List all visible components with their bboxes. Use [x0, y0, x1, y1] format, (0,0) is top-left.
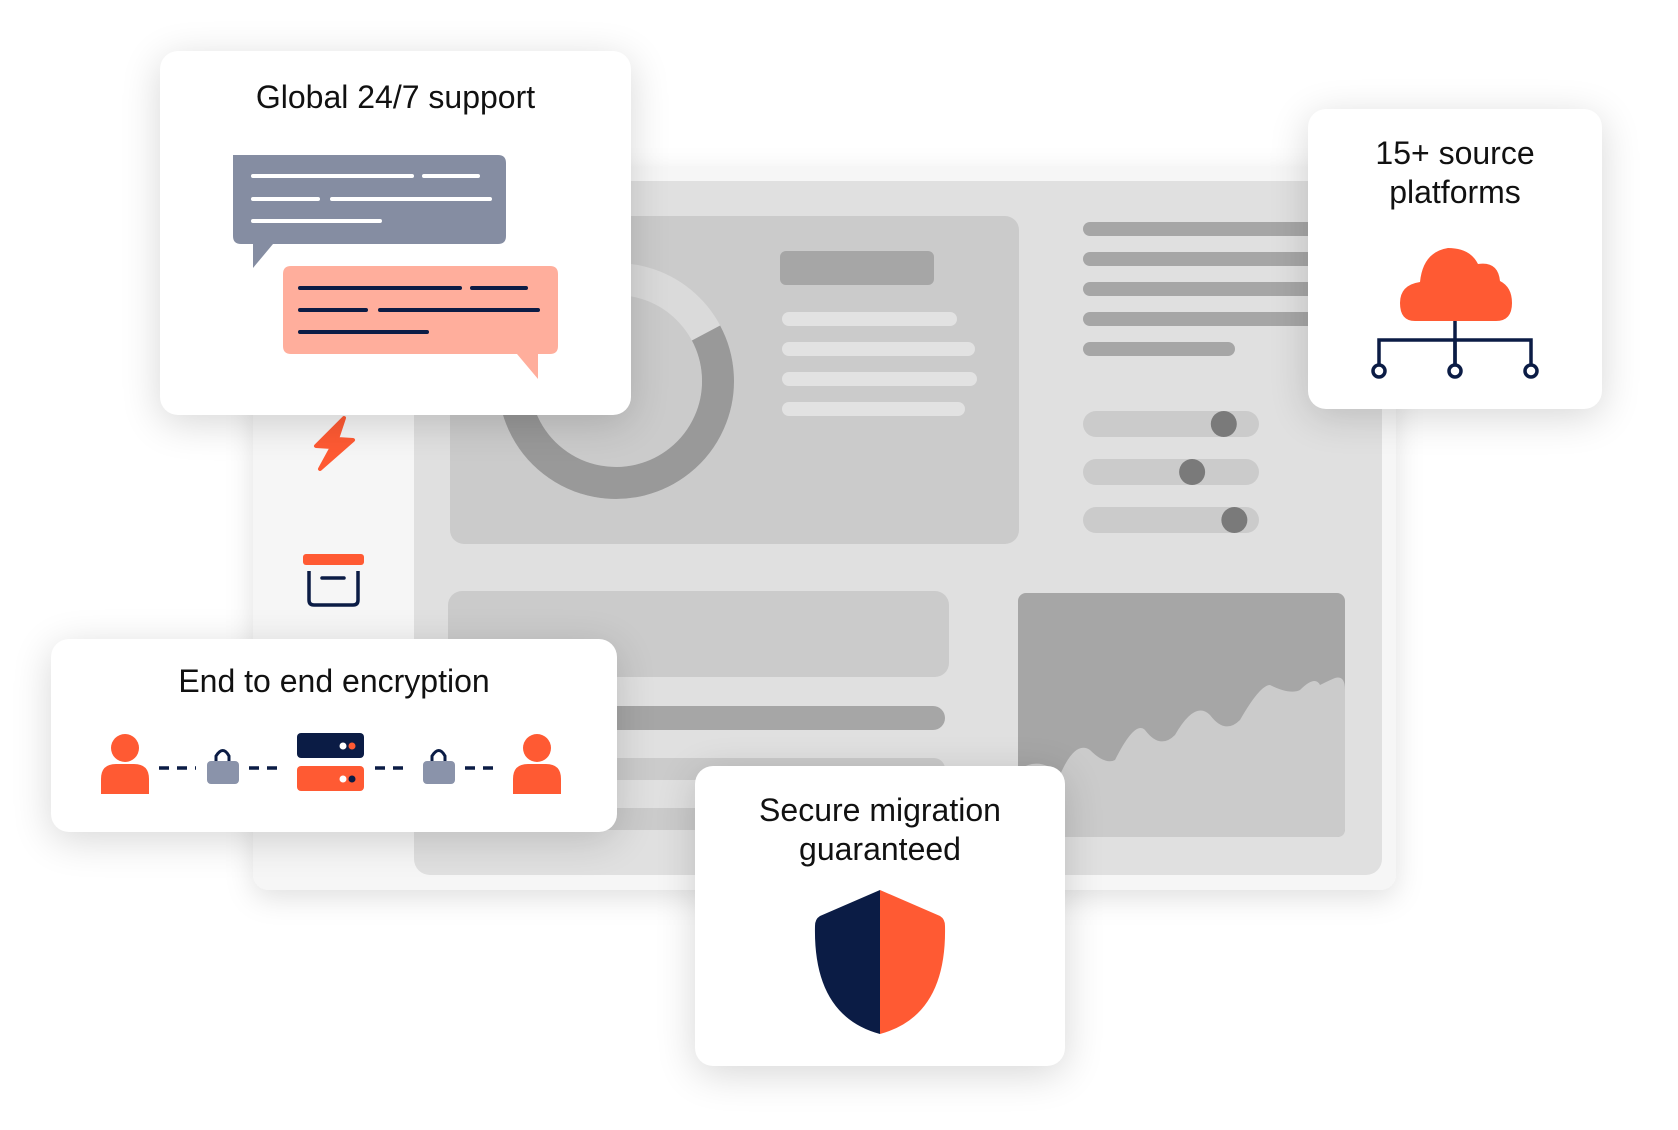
archive-box-icon	[303, 554, 364, 607]
migration-card: Secure migration guaranteed	[695, 766, 1065, 1066]
migration-title-line2: guaranteed	[799, 831, 961, 867]
platforms-card: 15+ source platforms	[1308, 109, 1602, 409]
encryption-card: End to end encryption	[51, 639, 617, 832]
slider-knob[interactable]	[1210, 411, 1237, 437]
panel-text-lines	[782, 312, 977, 416]
support-card: Global 24/7 support	[160, 51, 631, 415]
cloud-network-icon	[1371, 248, 1539, 379]
slider-track[interactable]	[1083, 507, 1259, 533]
lock-icon	[423, 749, 455, 784]
support-title: Global 24/7 support	[255, 79, 536, 115]
encryption-flow	[101, 733, 561, 794]
bottom-bar-1	[560, 706, 945, 730]
sidebar-lightning	[314, 416, 355, 471]
server-icon	[297, 733, 364, 791]
platforms-title-line2: platforms	[1389, 174, 1521, 210]
slider-track[interactable]	[1083, 459, 1259, 485]
panel-title-bar	[780, 251, 934, 285]
migration-title: Secure migration guaranteed	[695, 791, 1065, 869]
slider-group	[1083, 411, 1259, 533]
area-chart-fill	[1018, 677, 1345, 837]
lightning-icon	[314, 416, 355, 471]
migration-title-line1: Secure migration	[759, 792, 1001, 828]
lock-icon	[207, 749, 239, 784]
right-text-lines	[1083, 222, 1323, 356]
slider-knob[interactable]	[1179, 459, 1206, 485]
slider-knob[interactable]	[1221, 507, 1248, 533]
user-icon	[513, 734, 561, 794]
encryption-title: End to end encryption	[178, 663, 490, 699]
shield-icon	[814, 890, 946, 1034]
platforms-title-line1: 15+ source	[1375, 135, 1535, 171]
user-icon	[101, 734, 149, 794]
donut-value	[498, 325, 734, 499]
chat-bubbles-icon	[233, 155, 558, 379]
platforms-title: 15+ source platforms	[1308, 134, 1602, 212]
